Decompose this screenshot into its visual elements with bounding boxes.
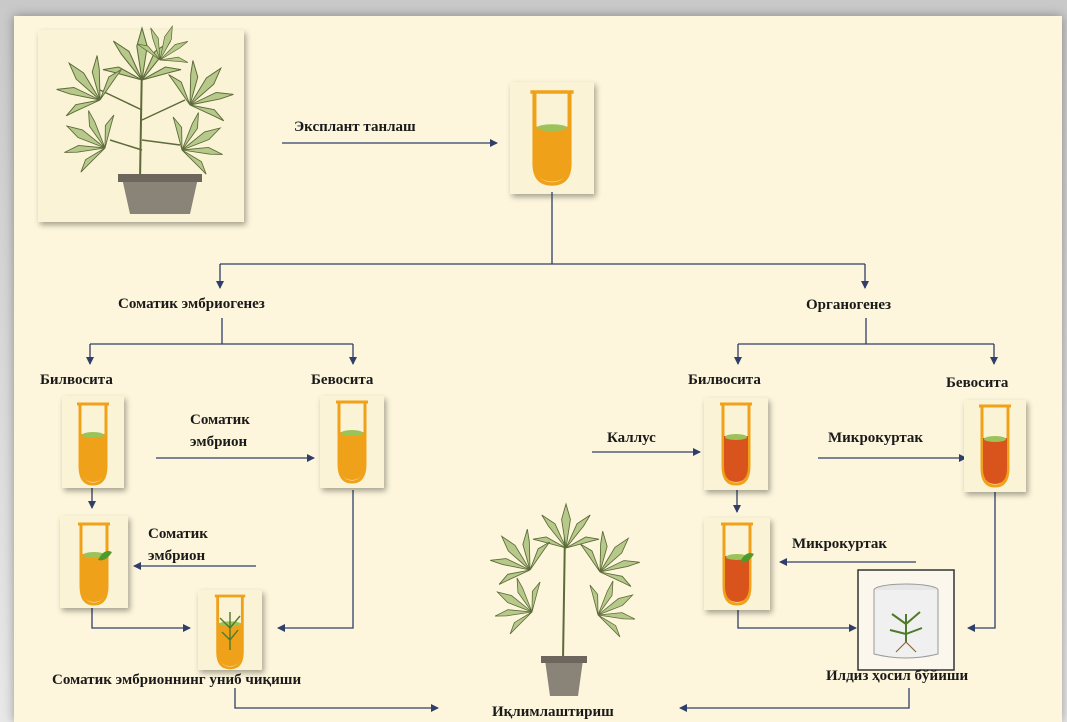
label-germination: Соматик эмбрионнинг униб чиқиши (52, 672, 301, 688)
label-explant-selection: Эксплант танлаш (294, 119, 416, 135)
explant-tube (510, 82, 594, 194)
tube-direct-right (964, 400, 1026, 492)
label-direct-left: Бевосита (311, 372, 374, 388)
label-direct-right: Бевосита (946, 375, 1009, 391)
label-indirect-left: Билвосита (40, 372, 113, 388)
label-indirect-right: Билвосита (688, 372, 761, 388)
label-root-formation: Илдиз ҳосил бўйиши (826, 668, 969, 684)
tube-microshoot (704, 518, 770, 610)
tube-indirect-left (62, 396, 124, 488)
label-somatic-embryo-1b: эмбрион (190, 434, 248, 450)
rooting-jar (857, 569, 955, 671)
label-somatic-embryogenesis: Соматик эмбриогенез (118, 296, 265, 312)
tube-germination (198, 590, 262, 670)
label-somatic-embryo-2a: Соматик (148, 526, 208, 542)
acclimatized-plant (475, 503, 655, 696)
label-acclimatization: Иқлимлаштириш (492, 704, 614, 720)
label-microshoot-2: Микрокуртак (792, 536, 887, 552)
labels: Эксплант танлаш Соматик эмбриогенез Орга… (40, 119, 1009, 720)
label-callus: Каллус (607, 430, 656, 446)
label-somatic-embryo-2b: эмбрион (148, 548, 206, 564)
label-somatic-embryo-1a: Соматик (190, 412, 250, 428)
label-microshoot-1: Микрокуртак (828, 430, 923, 446)
tube-somatic-embryo (60, 516, 128, 608)
mother-plant (38, 16, 249, 222)
tube-indirect-right (704, 398, 768, 490)
tube-direct-left (320, 396, 384, 488)
label-organogenesis: Органогенез (806, 297, 891, 313)
connectors (86, 139, 998, 712)
